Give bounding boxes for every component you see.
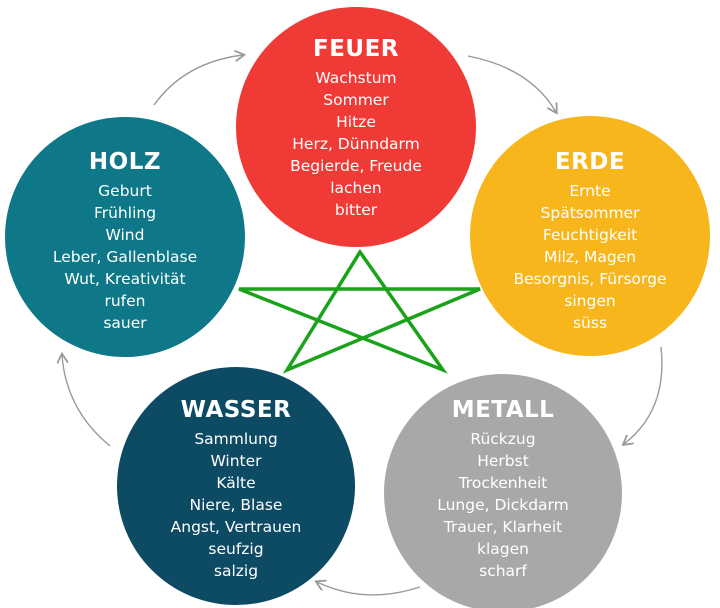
erde-title: ERDE [554,149,626,175]
holz-attribute: Wut, Kreativität [64,270,186,288]
wasser-attribute: salzig [213,562,259,580]
holz-attribute: Leber, Gallenblase [52,248,198,266]
erde-attribute: Feuchtigkeit [542,226,638,244]
holz-circle [5,117,245,357]
metall-title: METALL [451,397,555,423]
feuer-attribute: Sommer [323,91,389,109]
feuer-attribute: lachen [330,179,382,197]
wasser-attribute: Winter [210,452,262,470]
wasser-circle [117,367,355,605]
holz-attribute: rufen [104,292,146,310]
holz-to-feuer-arrow [153,55,243,106]
holz-title: HOLZ [88,149,162,175]
pentagram-star [238,248,481,374]
holz-attribute: Geburt [98,182,152,200]
wasser-attribute: Niere, Blase [189,496,283,514]
erde-attribute: Milz, Magen [543,248,637,266]
feuer-attribute: bitter [334,201,378,219]
feuer-to-erde-arrow [467,55,556,112]
metall-attribute: Rückzug [470,430,536,448]
feuer-title: FEUER [312,36,400,62]
metall-attribute: Trockenheit [458,474,548,492]
erde-attribute: singen [564,292,616,310]
holz-attribute: Wind [105,226,145,244]
holz-attribute: Frühling [93,204,157,222]
wasser-attribute: Sammlung [194,430,278,448]
metall-attribute: Trauer, Klarheit [443,518,563,536]
feuer-attribute: Herz, Dünndarm [292,135,420,153]
wasser-attribute: seufzig [208,540,264,558]
metall-attribute: scharf [479,562,527,580]
erde-attribute: Spätsommer [540,204,640,222]
erde-circle [470,116,710,356]
holz-attribute: sauer [103,314,147,332]
erde-attribute: süss [572,314,608,332]
metall-circle [384,374,622,608]
erde-attribute: Ernte [569,182,611,200]
feuer-attribute: Wachstum [315,69,397,87]
metall-attribute: Herbst [477,452,529,470]
wasser-title: WASSER [180,397,292,423]
metall-to-wasser-arrow [317,582,421,596]
wasser-attribute: Kälte [216,474,256,492]
erde-attribute: Besorgnis, Fürsorge [513,270,667,288]
feuer-attribute: Begierde, Freude [290,157,422,175]
metall-attribute: klagen [477,540,529,558]
feuer-attribute: Hitze [336,113,376,131]
feuer-circle [236,7,476,247]
erde-to-metall-arrow [624,346,663,444]
metall-attribute: Lunge, Dickdarm [437,496,569,514]
wasser-attribute: Angst, Vertrauen [170,518,302,536]
wasser-to-holz-arrow [62,355,111,447]
